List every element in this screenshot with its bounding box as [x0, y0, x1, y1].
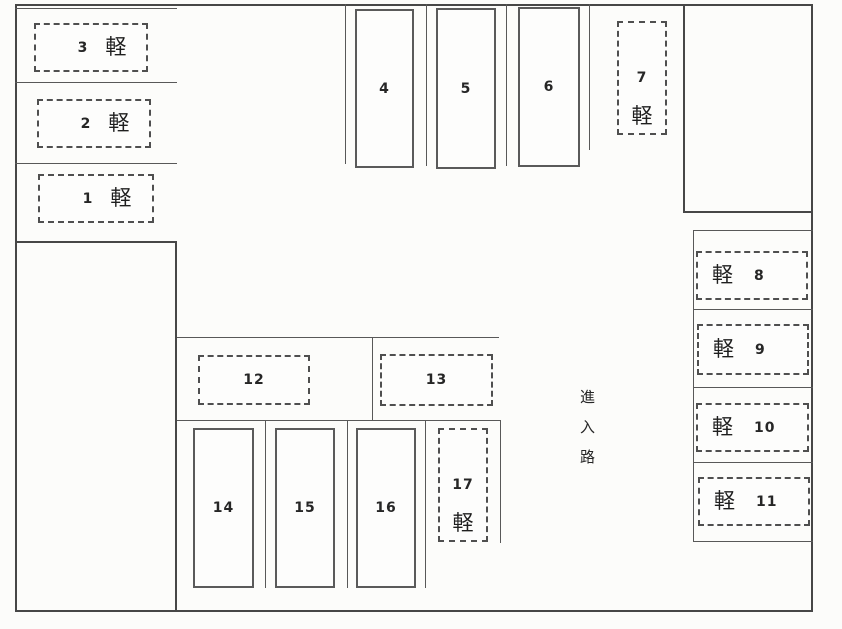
- kei-label: 軽: [712, 263, 733, 287]
- kei-label: 軽: [714, 489, 735, 513]
- right-cell-divider: [693, 541, 813, 542]
- parking-space-15: 15: [275, 428, 335, 588]
- kei-label: 軽: [452, 511, 474, 535]
- space-number: 2: [80, 115, 92, 132]
- right-cell-divider: [693, 387, 813, 388]
- parking-space-9: 軽 9: [697, 324, 809, 375]
- entry-road-char: 路: [580, 448, 596, 466]
- parking-space-5: 5: [436, 8, 496, 169]
- parking-space-2: 2 軽: [37, 99, 151, 148]
- space-number: 13: [425, 372, 448, 388]
- parking-space-12: 12: [198, 355, 310, 405]
- entry-road-label: 進 入 路: [580, 390, 595, 465]
- kei-label: 軽: [105, 35, 127, 59]
- space-number: 15: [294, 500, 316, 516]
- kei-label: 軽: [108, 111, 130, 135]
- stall-cell-divider: [345, 4, 346, 164]
- parking-space-16: 16: [356, 428, 416, 588]
- kei-label: 軽: [713, 337, 734, 361]
- parking-space-6: 6: [518, 7, 580, 167]
- stall-cell-divider: [506, 4, 507, 166]
- parking-space-7: 7 軽: [617, 21, 667, 135]
- space-number: 10: [754, 419, 776, 436]
- left-column-top-line: [15, 8, 177, 9]
- parking-space-11: 軽 11: [698, 477, 810, 526]
- parking-space-8: 軽 8: [696, 251, 808, 300]
- parking-space-3: 3 軽: [34, 23, 148, 72]
- stall-cell-divider: [426, 4, 427, 166]
- parking-space-17: 17 軽: [438, 428, 488, 542]
- parking-space-14: 14: [193, 428, 254, 588]
- left-cell-divider: [15, 82, 177, 83]
- space-number: 9: [755, 341, 766, 358]
- bottom-cell-divider: [265, 420, 266, 588]
- parking-space-13: 13: [380, 354, 493, 406]
- middle-cell-divider: [372, 337, 373, 421]
- space-number: 12: [243, 372, 265, 388]
- space-number: 7: [636, 70, 648, 86]
- entry-road-char: 進: [580, 388, 596, 406]
- bottom-section-right-edge: [500, 420, 501, 543]
- space-number: 1: [82, 190, 94, 207]
- space-number: 8: [754, 267, 765, 284]
- space-number: 17: [452, 477, 474, 493]
- left-cell-divider: [15, 163, 177, 164]
- left-building-outline: [15, 241, 177, 612]
- middle-section-bottom-line: [177, 420, 500, 421]
- entry-road-char: 入: [580, 418, 596, 436]
- kei-label: 軽: [631, 104, 653, 128]
- kei-label: 軽: [110, 186, 132, 210]
- space-number: 11: [756, 493, 778, 510]
- space-number: 3: [77, 39, 89, 56]
- stall-cell-divider: [589, 4, 590, 150]
- parking-space-1: 1 軽: [38, 174, 154, 223]
- middle-section-top-line: [177, 337, 499, 338]
- parking-space-4: 4: [355, 9, 414, 168]
- right-cell-divider: [693, 309, 813, 310]
- kei-label: 軽: [712, 415, 733, 439]
- space-number: 14: [212, 500, 235, 516]
- space-number: 5: [460, 80, 472, 97]
- bottom-cell-divider: [425, 420, 426, 588]
- right-building-outline: [683, 4, 813, 213]
- right-cell-divider: [693, 230, 813, 231]
- right-column-edge: [693, 230, 694, 541]
- bottom-cell-divider: [347, 420, 348, 588]
- space-number: 4: [379, 80, 390, 97]
- right-cell-divider: [693, 462, 813, 463]
- space-number: 6: [543, 79, 555, 95]
- parking-space-10: 軽 10: [696, 403, 809, 452]
- space-number: 16: [375, 500, 397, 516]
